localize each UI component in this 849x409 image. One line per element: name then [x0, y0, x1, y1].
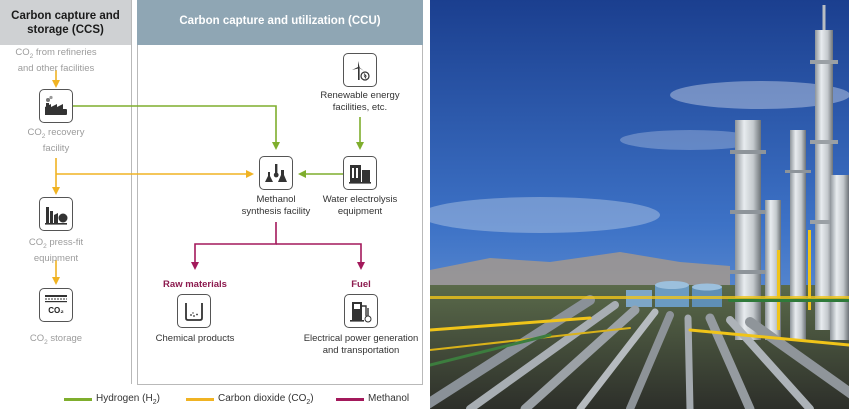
electrolysis-line2: equipment: [337, 206, 383, 217]
water-electrolysis-label: Water electrolysis equipment: [300, 194, 420, 218]
storage-tank-icon: CO₂: [45, 295, 67, 315]
power-line2: and transportation: [322, 345, 400, 356]
methanol-arrow-to-fuel: [276, 243, 365, 270]
legend-co2-suffix: ): [310, 393, 314, 404]
methanol-line1: Methanol: [256, 194, 296, 205]
hydrogen-arrow-recovery-to-methanol: [73, 105, 280, 150]
legend-methanol-swatch: [336, 398, 364, 401]
legend-hydrogen-text: Hydrogen (H: [96, 393, 153, 404]
legend-hydrogen-sub: 2: [152, 399, 157, 406]
legend-hydrogen-label: Hydrogen (H2): [96, 393, 160, 406]
fuel-heading: Fuel: [351, 279, 371, 290]
beaker-icon: [185, 303, 203, 321]
methanol-line2: synthesis facility: [241, 206, 311, 217]
co2-storage-node: CO₂: [39, 288, 73, 322]
co2-storage-text: storage: [50, 333, 83, 344]
co2-text: CO: [27, 127, 42, 138]
co2-recovery-line2: facility: [42, 142, 70, 154]
renewable-energy-node: [343, 53, 377, 87]
ccu-title: Carbon capture and utilization (CCU): [179, 15, 381, 27]
co2-recovery-facility-node: [39, 89, 73, 123]
methanol-arrow-to-raw-materials: [191, 222, 277, 270]
industrial-plant-photo: [430, 0, 849, 409]
co2-text: CO: [28, 237, 44, 248]
legend-methanol-label: Methanol: [368, 393, 410, 404]
co2-text: CO: [15, 47, 30, 58]
methanol-synthesis-label: Methanol synthesis facility: [226, 194, 326, 218]
fuel-node: [344, 294, 378, 328]
legend-co2-swatch: [186, 398, 214, 401]
renewable-line2: facilities, etc.: [332, 102, 388, 113]
chemical-products-label: Chemical products: [155, 333, 235, 344]
legend-co2-label: Carbon dioxide (CO2): [218, 393, 314, 406]
ccs-ccu-diagram: Carbon capture and storage (CCS) Carbon …: [0, 0, 430, 406]
co2-source-line1: from refineries: [35, 47, 97, 58]
ccs-header: [0, 0, 131, 45]
lab-flask-icon: [265, 164, 287, 182]
co2-pressfit-label: CO2 press-fit equipment: [0, 237, 112, 265]
fuel-pump-icon: [350, 302, 372, 323]
co2-subscript: 2: [43, 242, 47, 250]
co2-pressfit-line2: equipment: [33, 252, 79, 264]
power-line1: Electrical power generation: [303, 333, 419, 344]
ccs-title: Carbon capture and storage (CCS): [0, 9, 131, 37]
methanol-synthesis-node: [259, 156, 293, 190]
raw-materials-heading: Raw materials: [163, 279, 227, 290]
compressor-icon: [45, 207, 68, 225]
co2-recovery-label: CO2 recovery facility: [0, 127, 112, 155]
water-electrolysis-node: [343, 156, 377, 190]
co2-text: CO: [29, 333, 45, 344]
legend-co2-text: Carbon dioxide (CO: [218, 393, 307, 404]
electrolysis-line1: Water electrolysis: [322, 194, 398, 205]
electrolysis-icon: [349, 165, 371, 184]
co2-source-label: CO2 from refineries and other facilities: [0, 47, 112, 75]
co2-pressfit-line1: press-fit: [49, 237, 84, 248]
co2-source-line2: and other facilities: [17, 62, 95, 74]
co2-storage-label: CO2 storage: [0, 333, 112, 349]
power-transportation-label: Electrical power generation and transpor…: [286, 333, 430, 357]
renewable-energy-label: Renewable energy facilities, etc.: [295, 90, 425, 114]
chemical-products-node: [177, 294, 211, 328]
renewable-line1: Renewable energy: [320, 90, 400, 101]
co2-subscript: 2: [29, 52, 34, 60]
co2-subscript: 2: [44, 338, 48, 346]
storage-icon-co2-text: CO₂: [48, 306, 64, 315]
legend-hydrogen-suffix: ): [156, 393, 160, 404]
ccu-header: [137, 0, 423, 45]
co2-pressfit-node: [39, 197, 73, 231]
refinery-illustration: [430, 0, 849, 409]
legend-hydrogen-swatch: [64, 398, 92, 401]
co2-subscript: 2: [41, 132, 46, 140]
ccs-title-line2: storage (CCS): [27, 24, 104, 36]
factory-icon: [45, 95, 67, 115]
ccs-title-line1: Carbon capture and: [11, 10, 120, 22]
co2-recovery-line1: recovery: [48, 127, 85, 138]
wind-turbine-icon: [352, 61, 370, 81]
legend-co2-sub: 2: [306, 399, 311, 406]
flow-connectors: [52, 70, 365, 285]
